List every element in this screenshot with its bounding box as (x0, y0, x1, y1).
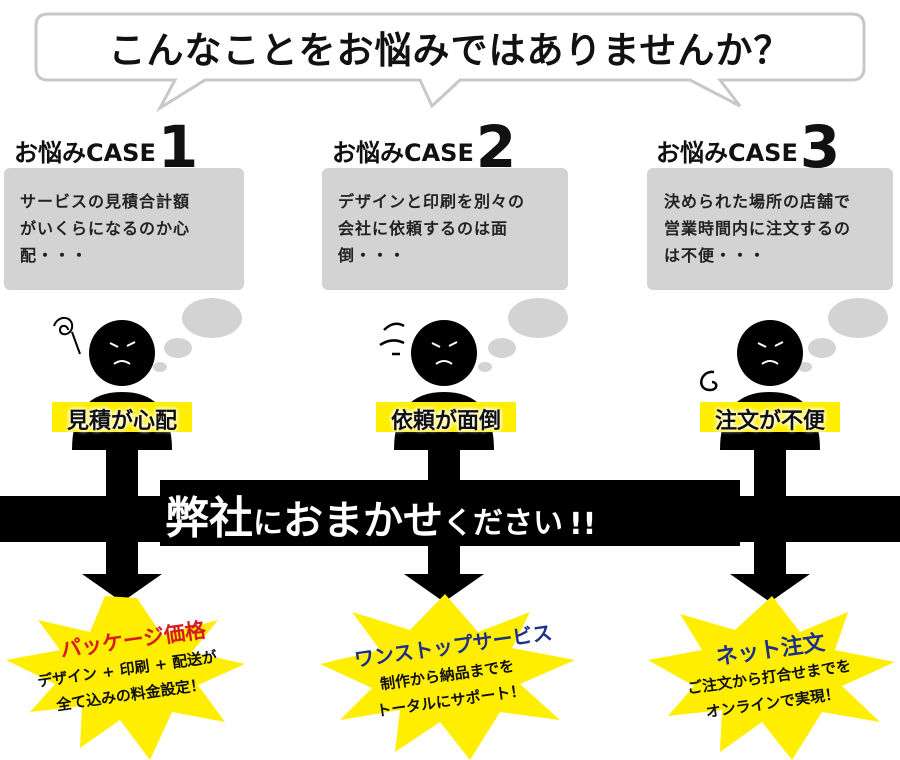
case-bubble-3 (647, 168, 893, 290)
band-part3: おまかせ (283, 498, 443, 544)
case-label: お悩みCASE (332, 139, 474, 167)
case-text-1: サービスの見積合計額 がいくらになるのか心 配・・・ (20, 188, 190, 269)
case-bubble-1 (4, 168, 244, 290)
case-line: は不便・・・ (664, 246, 767, 265)
case-line: 決められた場所の店舗で (664, 192, 852, 211)
burst-1 (6, 596, 245, 760)
burst-2 (320, 594, 575, 760)
burst-3 (648, 596, 895, 760)
worry-label-1: 見積が心配 (66, 409, 177, 434)
worry-highlight-2 (376, 402, 516, 432)
worry-label-2: 依頼が面倒 (390, 409, 501, 434)
worry-highlight-1 (52, 402, 192, 432)
case-line: がいくらになるのか心 (20, 219, 191, 238)
case-heading-2: お悩みCASE2 (332, 118, 516, 176)
band-part1: 弊社 (165, 493, 253, 544)
band-part5: !! (569, 507, 597, 542)
case-number: 3 (799, 113, 841, 181)
case-line: 倒・・・ (338, 246, 407, 265)
case-line: 会社に依頼するのは面 (338, 219, 509, 238)
band-part4: ください (443, 506, 563, 541)
band-message: 弊社 に おまかせ ください !! (165, 484, 596, 546)
headline: こんなことをお悩みではありませんか？ (108, 29, 792, 72)
case-text-3: 決められた場所の店舗で 営業時間内に注文するの は不便・・・ (664, 188, 851, 269)
case-heading-1: お悩みCASE1 (14, 118, 198, 176)
case-label: お悩みCASE (656, 139, 798, 167)
band-text-backing (160, 480, 740, 546)
case-line: 営業時間内に注文するの (664, 219, 852, 238)
case-line: サービスの見積合計額 (20, 192, 191, 211)
case-text-2: デザインと印刷を別々の 会社に依頼するのは面 倒・・・ (338, 188, 525, 269)
case-heading-3: お悩みCASE3 (656, 118, 840, 176)
case-label: お悩みCASE (14, 139, 156, 167)
case-line: デザインと印刷を別々の (338, 192, 526, 211)
case-line: 配・・・ (20, 246, 89, 265)
worry-highlight-3 (700, 402, 840, 432)
band-part2: に (253, 506, 283, 541)
case-number: 1 (157, 113, 199, 181)
case-number: 2 (475, 113, 517, 181)
case-bubble-2 (322, 168, 568, 290)
worry-label-3: 注文が不便 (714, 409, 825, 434)
thought-bubbles (153, 298, 888, 372)
headline-bubble (34, 12, 866, 113)
